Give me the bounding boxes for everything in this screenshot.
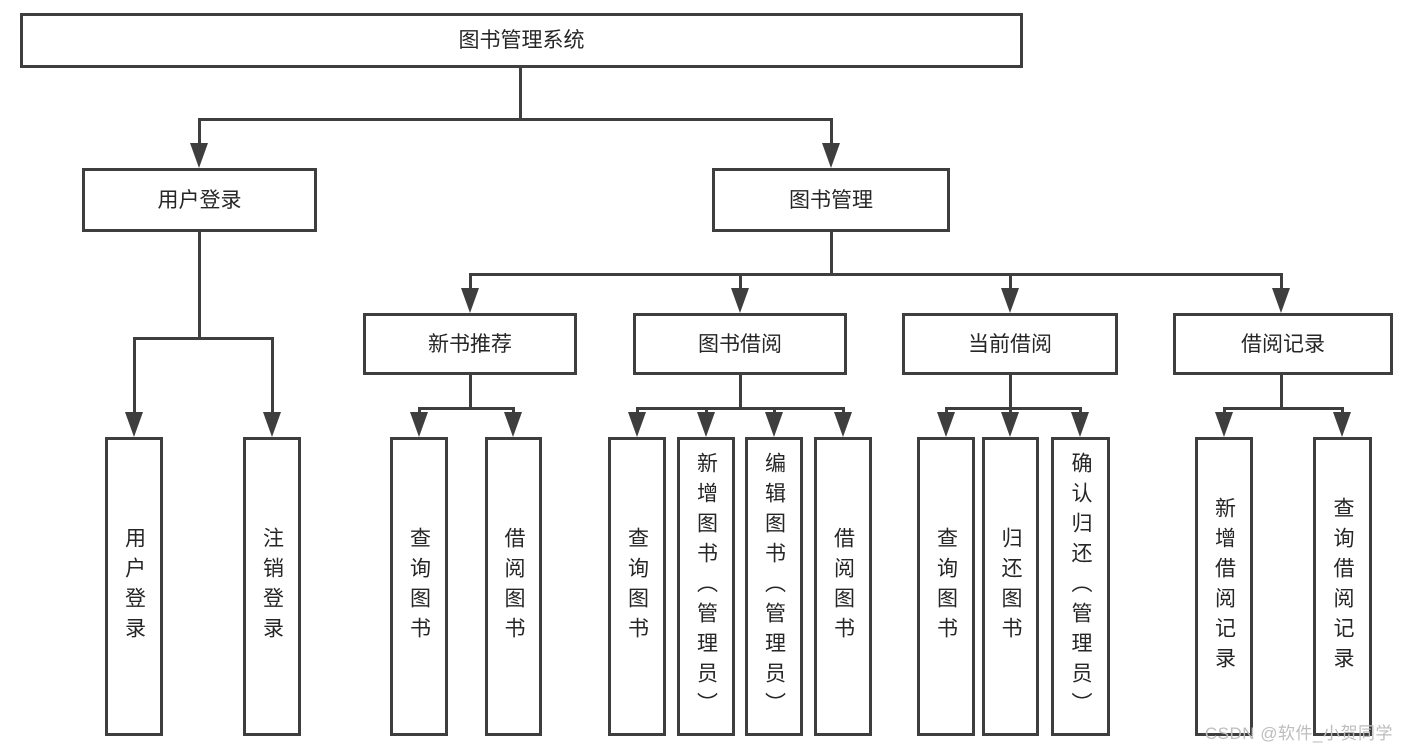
leaf-borrow-books-recommend: 借阅图书 <box>485 437 542 736</box>
connector-line <box>739 273 742 292</box>
leaf-query-borrow-record: 查询借阅记录 <box>1313 437 1372 736</box>
arrow-down-icon <box>822 143 840 168</box>
connector-line <box>1341 407 1344 416</box>
connector-line <box>469 375 472 410</box>
connector-line <box>830 232 833 276</box>
arrow-down-icon <box>731 288 749 313</box>
connector-line <box>512 407 515 416</box>
connector-line <box>705 407 708 416</box>
arrow-down-icon <box>1272 288 1290 313</box>
connector-line <box>418 407 421 416</box>
arrow-down-icon <box>765 412 783 437</box>
leaf-user-login: 用户登录 <box>105 437 163 736</box>
arrow-down-icon <box>410 412 428 437</box>
connector-line <box>1009 273 1012 292</box>
connector-line <box>198 118 832 121</box>
connector-line <box>1223 407 1226 416</box>
arrow-down-icon <box>1333 412 1351 437</box>
leaf-add-books-admin: 新增图书（管理员） <box>677 437 735 736</box>
arrow-down-icon <box>263 412 281 437</box>
leaf-query-books-recommend: 查询图书 <box>390 437 448 736</box>
leaf-return-books: 归还图书 <box>982 437 1039 736</box>
node-book-borrow: 图书借阅 <box>633 313 847 375</box>
arrow-down-icon <box>461 288 479 313</box>
arrow-down-icon <box>1001 412 1019 437</box>
watermark: CSDN @软件_小贺同学 <box>1204 724 1393 743</box>
arrow-down-icon <box>937 412 955 437</box>
connector-line <box>773 407 776 416</box>
node-current-borrow: 当前借阅 <box>902 313 1118 375</box>
arrow-down-icon <box>1001 288 1019 313</box>
arrow-down-icon <box>1071 412 1089 437</box>
connector-line <box>198 118 201 146</box>
connector-line <box>519 68 522 120</box>
connector-line <box>418 407 515 410</box>
connector-line <box>133 337 274 340</box>
leaf-logout: 注销登录 <box>243 437 301 736</box>
connector-line <box>198 232 201 340</box>
node-book-management: 图书管理 <box>712 168 950 232</box>
node-user-login: 用户登录 <box>82 168 317 232</box>
leaf-edit-books-admin: 编辑图书（管理员） <box>745 437 803 736</box>
arrow-down-icon <box>697 412 715 437</box>
leaf-add-borrow-record: 新增借阅记录 <box>1195 437 1253 736</box>
node-library-system: 图书管理系统 <box>20 13 1023 68</box>
connector-line <box>1079 407 1082 416</box>
node-new-book-recommend: 新书推荐 <box>363 313 577 375</box>
connector-line <box>1280 273 1283 292</box>
node-borrow-records: 借阅记录 <box>1173 313 1393 375</box>
leaf-borrow-books: 借阅图书 <box>814 437 872 736</box>
leaf-query-books-borrow: 查询图书 <box>608 437 666 736</box>
connector-line <box>830 118 833 146</box>
connector-line <box>945 407 1081 410</box>
leaf-query-books-current: 查询图书 <box>917 437 975 736</box>
connector-line <box>636 407 639 416</box>
arrow-down-icon <box>834 412 852 437</box>
connector-line <box>469 273 472 292</box>
arrow-down-icon <box>190 143 208 168</box>
connector-line <box>739 375 742 410</box>
connector-line <box>271 337 274 414</box>
connector-line <box>842 407 845 416</box>
connector-line <box>1223 407 1344 410</box>
arrow-down-icon <box>628 412 646 437</box>
connector-line <box>1009 407 1012 416</box>
arrow-down-icon <box>1215 412 1233 437</box>
connector-line <box>133 337 136 414</box>
arrow-down-icon <box>125 412 143 437</box>
arrow-down-icon <box>504 412 522 437</box>
connector-line <box>636 407 844 410</box>
connector-line <box>1280 375 1283 410</box>
connector-line <box>469 273 1283 276</box>
connector-line <box>945 407 948 416</box>
leaf-confirm-return-admin: 确认归还（管理员） <box>1051 437 1110 736</box>
connector-line <box>1009 375 1012 410</box>
